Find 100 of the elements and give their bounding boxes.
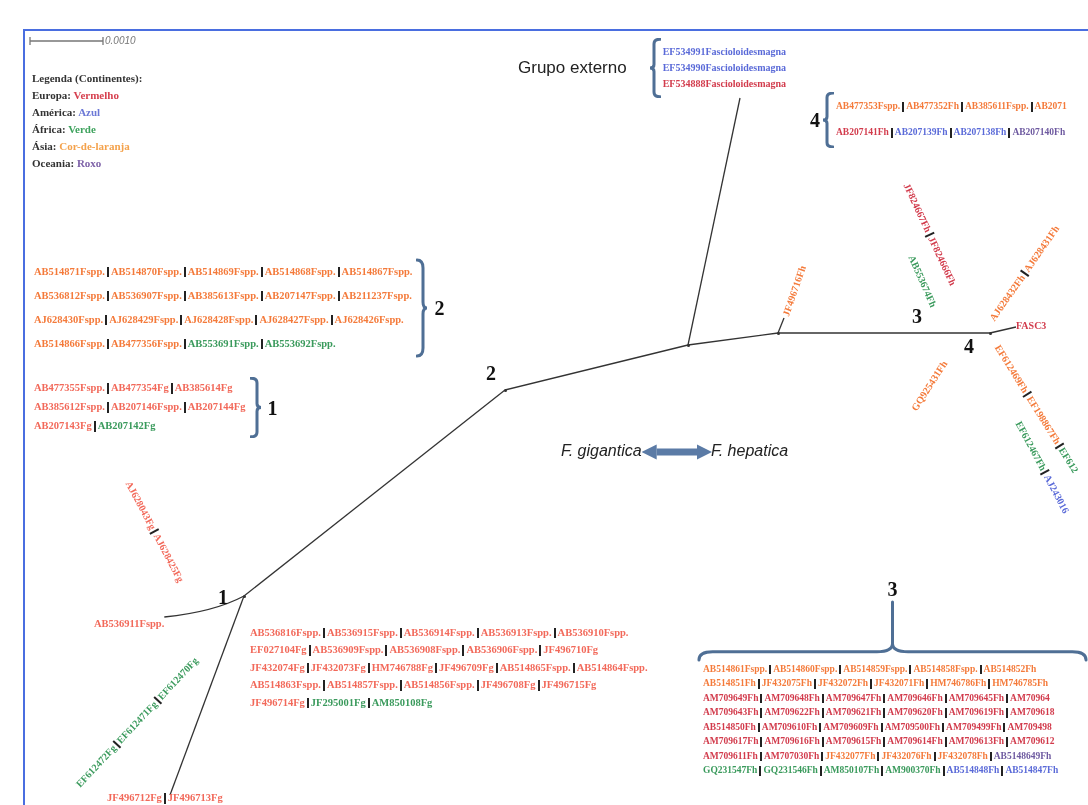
branch-line (504, 344, 689, 391)
accession-label: AB514870Fspp. (106, 266, 182, 278)
accession-label: AM900370Fh (881, 766, 941, 776)
accession-label: AB536913Fspp. (476, 627, 552, 638)
accession-label: AB514852Fh (979, 664, 1037, 674)
accession-label: GQ231546Fh (759, 766, 818, 776)
accession-label: AM709622Fh (760, 708, 820, 718)
branch-node (988, 331, 992, 335)
accession-label: AM850108Fg (367, 697, 433, 708)
accession-label: AM709648Fh (760, 693, 820, 703)
legend-title: Legenda (Continentes): (32, 71, 143, 86)
accession-label: AM709649Fh (703, 693, 759, 703)
accession-label: JF496708Fg (476, 680, 536, 691)
accession-label: AB553692Fspp. (260, 338, 336, 350)
accession-label: JF432078Fh (933, 751, 988, 761)
accession-label: JF432071Fh (870, 679, 925, 689)
accession-label: AB514861Fspp. (703, 664, 768, 674)
accession-label: AB385612Fspp. (34, 402, 105, 413)
accession-label: AB514871Fspp. (34, 266, 105, 278)
accession-label: AB536908Fspp. (385, 645, 461, 656)
cluster-number: 2 (434, 296, 445, 321)
accession-label: AM709613Fh (944, 737, 1005, 747)
accession-label: AB207141Fh (836, 128, 889, 138)
accession-label: AB514869Fspp. (183, 266, 259, 278)
accession-label: AM709645Fh (944, 693, 1005, 703)
accession-label: AB514860Fspp. (769, 664, 838, 674)
accession-label: JF496710Fg (539, 645, 599, 656)
accession-label: AB536812Fspp. (34, 290, 105, 302)
accession-label: AJ628429Fspp. (105, 314, 179, 326)
legend-entry: Europa: Vermelho (32, 88, 120, 103)
accession-label: EF534990Fascioloidesmagna (662, 63, 787, 73)
accession-label: AM709620Fh (883, 708, 943, 718)
accession-label: AB477355Fspp. (34, 383, 105, 394)
accession-label: JF432076Fh (877, 751, 932, 761)
accession-label: AM709619Fh (944, 708, 1005, 718)
accession-label: AB207142Fg (93, 421, 156, 432)
accession-label: AJ628428Fspp. (180, 314, 254, 326)
accession-label: AB477354Fg (106, 383, 169, 394)
accession-label: HM746785Fh (988, 679, 1049, 689)
accession-label: AB536910Fspp. (553, 627, 629, 638)
accession-label: AB211237Fspp. (337, 290, 412, 302)
legend-entry: Ásia: Cor-de-laranja (32, 139, 131, 154)
accession-label: AB207146Fspp. (106, 402, 182, 413)
legend-entry: África: Verde (32, 122, 97, 137)
branch-line (687, 97, 741, 346)
accession-label: AB514863Fspp. (250, 680, 321, 691)
accession-label: JF432077Fh (821, 751, 876, 761)
accession-label: JF295001Fg (306, 697, 366, 708)
accession-label: AM709647Fh (821, 693, 882, 703)
accession-label: AB514851Fh (703, 679, 756, 689)
accession-label: AB514868Fspp. (260, 266, 336, 278)
accession-label: AB536906Fspp. (462, 645, 538, 656)
accession-label: AB514856Fspp. (399, 680, 475, 691)
branch-node (686, 343, 690, 347)
branch-line (777, 332, 991, 334)
accession-label: AM709643Fh (703, 708, 759, 718)
branch-line (163, 595, 245, 618)
branch-line (687, 332, 779, 346)
accession-label: GQ231547Fh (703, 766, 758, 776)
accession-label: AB514864Fspp. (572, 662, 648, 673)
accession-label: AM709612 (1006, 737, 1055, 747)
accession-label: AB207147Fspp. (260, 290, 336, 302)
accession-label: JF432074Fg (250, 662, 305, 673)
accession-label: EF534991Fascioloidesmagna (662, 47, 787, 57)
accession-label: AB207144Fg (183, 402, 246, 413)
accession-label: AB514866Fspp. (34, 338, 105, 350)
accession-label: FASC3 (1016, 319, 1047, 333)
accession-label: AB477352Fh (902, 102, 959, 112)
accession-label: JF496712Fg (107, 793, 162, 804)
accession-label: AB5148649Fh (989, 751, 1052, 761)
accession-label: EF534888Fascioloidesmagna (662, 79, 787, 89)
accession-label: AB385613Fspp. (183, 290, 259, 302)
branch-line (989, 326, 1017, 334)
legend-entry: Oceania: Roxo (32, 156, 103, 171)
accession-label: AB385614Fg (170, 383, 233, 394)
accession-label: AB385611Fspp. (960, 102, 1029, 112)
accession-label: AM709610Fh (757, 722, 818, 732)
accession-label: AB514848Fh (942, 766, 1000, 776)
accession-label: AM850107Fh (819, 766, 880, 776)
legend-entry: América: Azul (32, 105, 102, 120)
scale-label: 0.0010 (105, 35, 136, 47)
accession-label: AB514857Fspp. (322, 680, 398, 691)
accession-label: EF027104Fg (250, 645, 307, 656)
accession-label: AM709616Fh (760, 737, 820, 747)
accession-label: AB536911Fspp. (94, 617, 165, 631)
accession-label: AB207143Fg (34, 421, 92, 432)
accession-label: AB207140Fh (1008, 128, 1066, 138)
accession-label: AB477356Fspp. (106, 338, 182, 350)
cluster-number: 1 (267, 395, 278, 421)
accession-label: HM746786Fh (926, 679, 987, 689)
species-label: F. hepatica (711, 440, 789, 462)
branch-node (503, 388, 507, 392)
accession-label: AM709609Fh (819, 722, 879, 732)
accession-label: JF432072Fh (813, 679, 869, 689)
accession-label: AB2071 (1030, 102, 1067, 112)
branch-line (169, 595, 245, 796)
clade-number: 2 (486, 362, 496, 384)
species-label: F. gigantica (561, 440, 642, 462)
accession-label: AB536915Fspp. (322, 627, 398, 638)
branch-node (242, 594, 246, 598)
